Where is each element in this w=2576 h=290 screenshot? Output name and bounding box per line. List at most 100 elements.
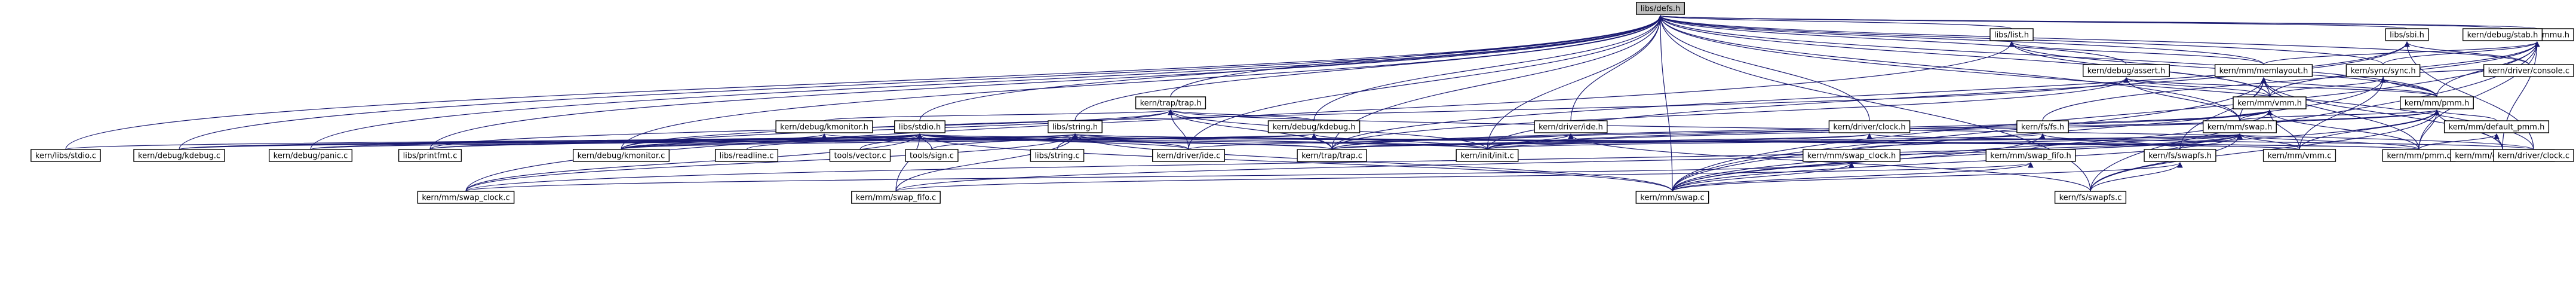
- include-edge: [2418, 133, 2500, 150]
- node-vmm-h[interactable]: kern/mm/vmm.h: [2233, 96, 2307, 109]
- node-kmonitor-c[interactable]: kern/debug/kmonitor.c: [572, 149, 670, 162]
- node-label: kern/mm/vmm.h: [2237, 99, 2302, 108]
- node-label: kern/debug/assert.h: [2087, 67, 2166, 76]
- node-label: kern/mm/swap_clock.h: [1807, 152, 1896, 161]
- node-label: kern/init/init.c: [1460, 152, 1514, 161]
- include-edge: [895, 162, 2034, 192]
- include-edge: [465, 133, 1078, 192]
- include-edge: [1672, 133, 2046, 192]
- node-label: libs/sbi.h: [2390, 31, 2424, 40]
- include-edge: [2494, 133, 2503, 150]
- include-edge: [1657, 15, 1673, 192]
- node-pmm-h[interactable]: kern/mm/pmm.h: [2400, 96, 2474, 109]
- include-edge: [895, 133, 2243, 192]
- include-edge: [2030, 133, 2243, 150]
- node-ide-h[interactable]: kern/driver/ide.h: [1534, 120, 1608, 133]
- include-edge: [1331, 133, 1872, 150]
- include-edge: [621, 133, 1316, 150]
- node-vector-c[interactable]: tools/vector.c: [829, 149, 891, 162]
- include-edge: [2123, 77, 2270, 97]
- include-edge: [1331, 77, 2129, 150]
- node-root[interactable]: libs/defs.h: [1635, 2, 1685, 15]
- include-edge: [621, 133, 827, 150]
- include-edge: [2502, 41, 2540, 150]
- node-label: kern/trap/trap.h: [1140, 99, 1202, 108]
- node-label: kern/driver/clock.c: [2498, 152, 2569, 161]
- node-console-c[interactable]: kern/driver/console.c: [2483, 64, 2574, 77]
- node-readline-c[interactable]: libs/readline.c: [714, 149, 779, 162]
- node-kdebug-c[interactable]: kern/debug/kdebug.c: [133, 149, 225, 162]
- node-pmm-c[interactable]: kern/mm/pmm.c: [2382, 149, 2456, 162]
- node-swap-fifo-h[interactable]: kern/mm/swap_fifo.h: [1985, 149, 2076, 162]
- include-edge: [1188, 133, 1574, 150]
- node-libs-list[interactable]: libs/list.h: [1989, 28, 2034, 41]
- node-printfmt-c[interactable]: libs/printfmt.c: [398, 149, 462, 162]
- node-swap-clock-h[interactable]: kern/mm/swap_clock.h: [1803, 149, 1900, 162]
- node-label: kern/debug/stab.h: [2467, 31, 2538, 40]
- include-edge: [1311, 133, 1332, 150]
- node-string-c[interactable]: libs/string.c: [1030, 149, 1085, 162]
- node-string-h[interactable]: libs/string.h: [1048, 120, 1103, 133]
- node-sbi[interactable]: libs/sbi.h: [2385, 28, 2429, 41]
- node-label: kern/driver/clock.h: [1833, 123, 1905, 132]
- include-edge: [2040, 133, 2181, 150]
- node-swapfs-h[interactable]: kern/fs/swapfs.h: [2144, 149, 2216, 162]
- node-panic-c[interactable]: kern/debug/panic.c: [268, 149, 353, 162]
- node-swap-clock-c[interactable]: kern/mm/swap_clock.c: [417, 191, 515, 204]
- node-label: kern/debug/kdebug.h: [1272, 123, 1355, 132]
- include-edge: [1672, 77, 2386, 192]
- node-sign-c[interactable]: tools/sign.c: [905, 149, 959, 162]
- node-label: kern/sync/sync.h: [2350, 67, 2415, 76]
- node-stdio-h[interactable]: libs/stdio.h: [894, 120, 945, 133]
- node-stab[interactable]: kern/debug/stab.h: [2462, 28, 2543, 41]
- node-vmm-c[interactable]: kern/mm/vmm.c: [2262, 149, 2336, 162]
- include-edge: [1487, 133, 1574, 150]
- include-edge: [429, 133, 923, 150]
- node-swap-h[interactable]: kern/mm/swap.h: [2203, 120, 2277, 133]
- node-label: libs/string.c: [1034, 152, 1079, 161]
- include-edge: [1313, 15, 1663, 121]
- node-sync[interactable]: kern/sync/sync.h: [2345, 64, 2421, 77]
- node-stdio-c[interactable]: kern/libs/stdio.c: [30, 149, 101, 162]
- node-swap-c[interactable]: kern/mm/swap.c: [1635, 191, 1709, 204]
- include-edge: [1331, 109, 2273, 150]
- node-label: kern/fs/swapfs.h: [2148, 152, 2212, 161]
- include-edge: [1851, 133, 2243, 150]
- include-edge: [621, 77, 2129, 150]
- node-fs-h[interactable]: kern/fs/fs.h: [2016, 120, 2069, 133]
- include-edge: [2239, 109, 2440, 121]
- node-ide-c[interactable]: kern/driver/ide.c: [1152, 149, 1225, 162]
- include-edge: [824, 109, 1174, 121]
- include-edge: [2404, 41, 2529, 65]
- node-kdebug-h[interactable]: kern/debug/kdebug.h: [1267, 120, 1361, 133]
- node-trap-c[interactable]: kern/trap/trap.c: [1297, 149, 1367, 162]
- include-edge: [1867, 133, 2534, 150]
- node-label: libs/stdio.h: [899, 123, 941, 132]
- include-edge: [2267, 109, 2420, 150]
- node-memlayout[interactable]: kern/mm/memlayout.h: [2214, 64, 2313, 77]
- node-default-pmm-h[interactable]: kern/mm/default_pmm.h: [2443, 120, 2550, 133]
- node-init-c[interactable]: kern/init/init.c: [1456, 149, 1519, 162]
- node-clock-c[interactable]: kern/driver/clock.c: [2493, 149, 2574, 162]
- node-swapfs-c[interactable]: kern/fs/swapfs.c: [2054, 191, 2127, 204]
- include-edge: [65, 15, 1663, 150]
- include-edge: [465, 162, 1854, 192]
- include-edge: [2123, 77, 2437, 97]
- node-label: kern/mm/swap_fifo.h: [1990, 152, 2071, 161]
- node-kmonitor-h[interactable]: kern/debug/kmonitor.h: [775, 120, 873, 133]
- include-edge: [1657, 15, 2529, 65]
- include-edge: [310, 133, 1316, 150]
- node-assert[interactable]: kern/debug/assert.h: [2083, 64, 2170, 77]
- include-edge: [2009, 41, 2264, 65]
- node-clock-h[interactable]: kern/driver/clock.h: [1828, 120, 1911, 133]
- node-trap-h[interactable]: kern/trap/trap.h: [1135, 96, 1206, 109]
- include-edge: [1657, 15, 1870, 121]
- node-swap-fifo-c[interactable]: kern/mm/swap_fifo.c: [851, 191, 941, 204]
- include-edge: [1311, 133, 1488, 150]
- node-label: kern/fs/swapfs.c: [2059, 194, 2122, 203]
- include-edge: [2263, 41, 2540, 65]
- include-edge: [1072, 133, 1488, 150]
- node-label: kern/mm/default_pmm.h: [2449, 123, 2545, 132]
- include-edge: [1672, 162, 2183, 192]
